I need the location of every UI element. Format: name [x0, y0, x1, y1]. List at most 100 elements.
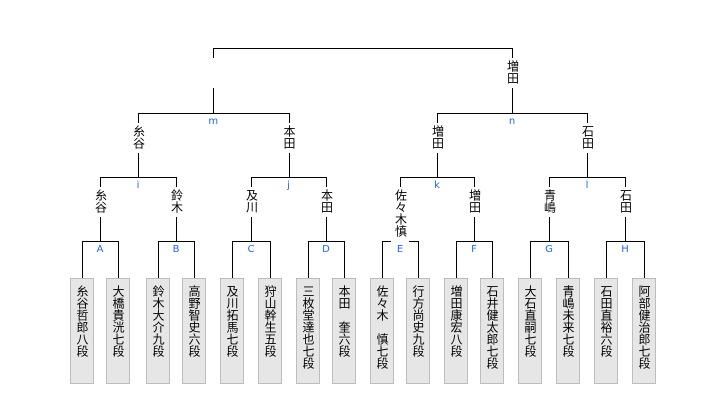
name-mask — [204, 58, 223, 88]
player-name: 青嶋未来七段 — [561, 285, 575, 357]
player-box: 大橋貴洸七段 — [106, 278, 130, 384]
match-vline — [82, 241, 83, 278]
match-hline — [437, 113, 588, 114]
match-label: k — [434, 180, 440, 191]
match-label: n — [508, 116, 516, 127]
round1-winner-name: 青嶋 — [542, 189, 557, 213]
match-vline — [530, 241, 531, 278]
player-box: 石田直裕六段 — [594, 278, 618, 384]
player-box: 本田 奎六段 — [332, 278, 356, 384]
name-mask — [279, 123, 298, 153]
player-name: 糸谷哲郎八段 — [75, 285, 89, 357]
match-label: E — [396, 244, 404, 255]
name-mask — [167, 187, 185, 217]
match-hline — [82, 241, 119, 242]
name-mask — [503, 58, 521, 88]
quarter-winner-name: 石田 — [580, 125, 595, 149]
match-vline — [344, 241, 345, 278]
player-name: 佐々木 慎七段 — [375, 285, 389, 369]
match-label: D — [322, 244, 330, 255]
player-box: 青嶋未来七段 — [556, 278, 580, 384]
name-mask — [465, 187, 483, 217]
match-vline — [568, 241, 569, 278]
match-label: G — [545, 244, 553, 255]
name-mask — [540, 187, 558, 217]
quarter-winner-name: 糸谷 — [131, 125, 146, 149]
name-mask — [317, 187, 335, 217]
round1-winner-name: 佐々木慎 — [393, 189, 408, 237]
player-box: 阿部健治郎七段 — [632, 278, 656, 384]
name-mask — [91, 187, 109, 217]
name-mask — [129, 123, 147, 153]
match-vline — [232, 241, 233, 278]
match-label: F — [471, 244, 477, 255]
match-hline — [456, 241, 493, 242]
player-name: 鈴木大介九段 — [151, 285, 165, 357]
match-label: m — [208, 116, 219, 127]
player-box: 三枚堂達也七段 — [296, 278, 320, 384]
player-box: 行方尚史九段 — [406, 278, 430, 384]
name-mask — [616, 187, 634, 217]
player-name: 三枚堂達也七段 — [301, 285, 315, 369]
champion-name: 増田 — [505, 60, 520, 84]
match-vline — [644, 241, 645, 278]
match-label: H — [621, 244, 629, 255]
name-mask — [242, 187, 260, 217]
player-name: 高野智史六段 — [187, 285, 201, 357]
round1-winner-name: 糸谷 — [93, 189, 108, 213]
round1-winner-name: 本田 — [319, 189, 334, 213]
match-hline — [606, 241, 645, 242]
player-name: 本田 奎六段 — [337, 285, 351, 357]
player-box: 石井健太郎七段 — [480, 278, 504, 384]
player-name: 大橋貴洸七段 — [111, 285, 125, 357]
match-hline — [100, 177, 177, 178]
player-name: 狩山幹生五段 — [263, 285, 277, 357]
player-box: 狩山幹生五段 — [258, 278, 282, 384]
match-hline — [158, 241, 195, 242]
match-vline — [456, 241, 457, 278]
player-box: 鈴木大介九段 — [146, 278, 170, 384]
name-mask — [428, 123, 446, 153]
round1-winner-name: 石田 — [618, 189, 633, 213]
match-hline — [549, 177, 626, 178]
match-hline — [138, 113, 290, 114]
match-vline — [270, 241, 271, 278]
round1-winner-name: 鈴木 — [169, 189, 184, 213]
name-mask — [578, 123, 596, 153]
round1-winner-name: 増田 — [467, 189, 482, 213]
match-label: j — [287, 180, 290, 191]
match-vline — [308, 241, 309, 278]
quarter-winner-name: 増田 — [430, 125, 445, 149]
match-hline — [232, 241, 271, 242]
name-mask — [391, 187, 409, 243]
match-label: A — [96, 244, 104, 255]
player-name: 石井健太郎七段 — [485, 285, 499, 369]
match-label: l — [585, 180, 589, 191]
player-name: 阿部健治郎七段 — [637, 285, 651, 369]
match-hline — [308, 241, 345, 242]
match-hline — [400, 177, 475, 178]
match-vline — [158, 241, 159, 278]
player-name: 及川拓馬七段 — [225, 285, 239, 357]
round1-winner-name: 及川 — [244, 189, 259, 213]
player-box: 及川拓馬七段 — [220, 278, 244, 384]
player-box: 糸谷哲郎八段 — [70, 278, 94, 384]
match-vline — [382, 241, 383, 278]
match-vline — [418, 241, 419, 278]
player-name: 増田康宏八段 — [449, 285, 463, 357]
match-vline — [606, 241, 607, 278]
player-name: 大石直嗣七段 — [523, 285, 537, 357]
player-box: 佐々木 慎七段 — [370, 278, 394, 384]
match-label: i — [136, 180, 140, 191]
player-box: 高野智史六段 — [182, 278, 206, 384]
match-hline — [530, 241, 569, 242]
match-label: B — [172, 244, 180, 255]
match-hline — [251, 177, 327, 178]
player-box: 増田康宏八段 — [444, 278, 468, 384]
final-hline — [213, 48, 513, 49]
quarter-winner-name: 本田 — [282, 125, 296, 149]
match-label: C — [247, 244, 255, 255]
match-vline — [194, 241, 195, 278]
match-vline — [118, 241, 119, 278]
